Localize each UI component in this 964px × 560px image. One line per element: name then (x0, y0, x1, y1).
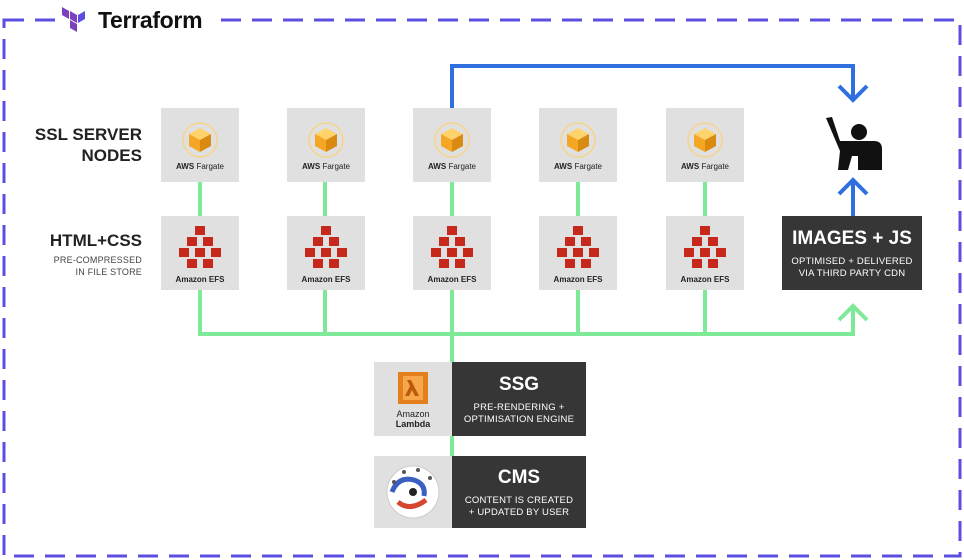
row-title-ssl-line2: NODES (81, 146, 142, 165)
fargate-node: AWS Fargate (539, 108, 617, 182)
amazon-efs-icon (684, 226, 726, 268)
aws-fargate-icon (182, 122, 218, 158)
cms-logo-icon (386, 465, 440, 519)
efs-label: Amazon EFS (680, 275, 730, 284)
images-js-sub-line1: OPTIMISED + DELIVERED (791, 256, 913, 267)
efs-node: Amazon EFS (287, 216, 365, 290)
efs-node: Amazon EFS (666, 216, 744, 290)
efs-node: Amazon EFS (539, 216, 617, 290)
efs-node: Amazon EFS (413, 216, 491, 290)
aws-fargate-icon (308, 122, 344, 158)
fargate-node: AWS Fargate (413, 108, 491, 182)
fargate-label: AWS Fargate (175, 162, 225, 171)
cms-box: CMS CONTENT IS CREATED + UPDATED BY USER (452, 456, 586, 528)
efs-label: Amazon EFS (175, 275, 225, 284)
row-subtitle-html-line1: PRE-COMPRESSED (53, 255, 142, 265)
amazon-efs-icon (557, 226, 599, 268)
amazon-efs-icon (431, 226, 473, 268)
fargate-label: AWS Fargate (553, 162, 603, 171)
images-js-box: IMAGES + JS OPTIMISED + DELIVERED VIA TH… (782, 216, 922, 290)
ssg-title: SSG (498, 374, 540, 395)
efs-node: Amazon EFS (161, 216, 239, 290)
cms-tile (374, 456, 452, 528)
ssg-sub-line2: OPTIMISATION ENGINE (463, 414, 575, 425)
dashed-boundary (2, 18, 962, 558)
fargate-node: AWS Fargate (161, 108, 239, 182)
row-title-html: HTML+CSS (49, 231, 142, 250)
terraform-logo-icon (62, 7, 85, 32)
aws-fargate-icon (687, 122, 723, 158)
aws-fargate-icon (434, 122, 470, 158)
amazon-efs-icon (305, 226, 347, 268)
efs-label: Amazon EFS (301, 275, 351, 284)
ssg-sub-line1: PRE-RENDERING + (473, 402, 565, 413)
amazon-lambda-icon (398, 372, 428, 404)
efs-label: Amazon EFS (427, 275, 477, 284)
lambda-label-line1: Amazon (396, 409, 430, 419)
amazon-efs-icon (179, 226, 221, 268)
images-js-sub-line2: VIA THIRD PARTY CDN (798, 268, 906, 279)
lambda-label-line2: Lambda (395, 419, 431, 429)
ssg-box: SSG PRE-RENDERING + OPTIMISATION ENGINE (452, 362, 586, 436)
fargate-label: AWS Fargate (427, 162, 477, 171)
cms-sub-line2: + UPDATED BY USER (468, 507, 570, 518)
aws-fargate-icon (560, 122, 596, 158)
blue-connectors (450, 64, 869, 216)
efs-label: Amazon EFS (553, 275, 603, 284)
row-subtitle-html-line2: IN FILE STORE (75, 267, 142, 277)
images-js-title: IMAGES + JS (792, 228, 912, 249)
user-raising-hand-icon (826, 117, 882, 170)
terraform-brand: Terraform (56, 2, 211, 38)
fargate-node: AWS Fargate (287, 108, 365, 182)
fargate-label: AWS Fargate (680, 162, 730, 171)
fargate-node: AWS Fargate (666, 108, 744, 182)
lambda-tile: Amazon Lambda (374, 362, 452, 436)
row-title-ssl-line1: SSL SERVER (34, 125, 142, 144)
fargate-label: AWS Fargate (301, 162, 351, 171)
cms-title: CMS (497, 467, 541, 488)
brand-name: Terraform (98, 6, 203, 33)
cms-sub-line1: CONTENT IS CREATED (464, 495, 574, 506)
row-subtitle-html: PRE-COMPRESSED IN FILE STORE (20, 254, 142, 278)
row-title-ssl: SSL SERVER NODES (20, 124, 142, 166)
